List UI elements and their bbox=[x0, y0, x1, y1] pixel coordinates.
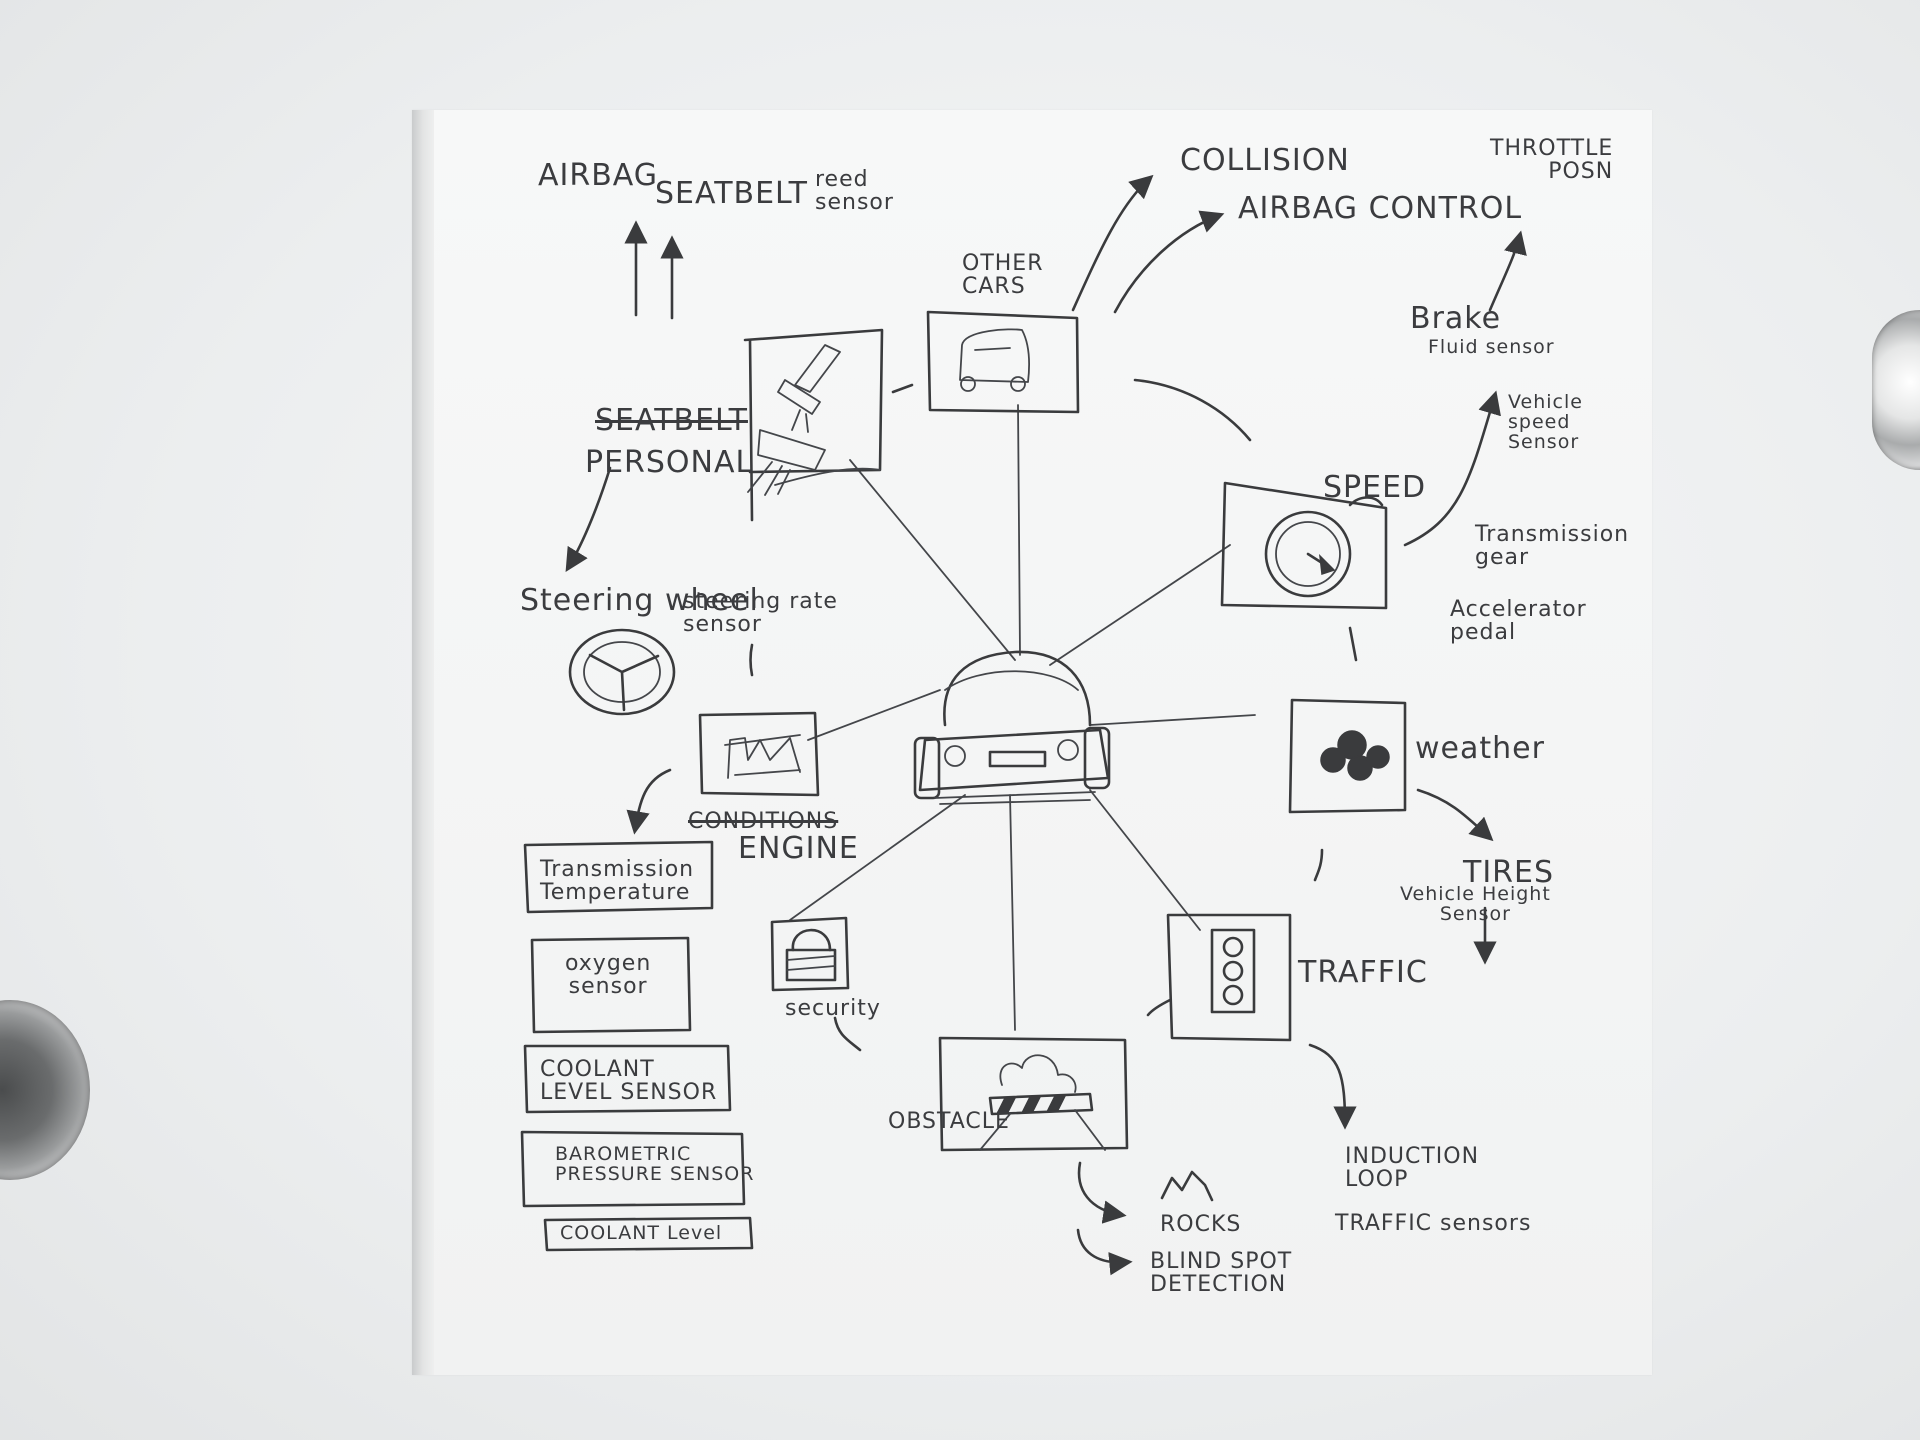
label-accelerator-pedal: Accelerator pedal bbox=[1450, 597, 1587, 646]
label-seatbelt-struck: SEATBELT bbox=[595, 403, 748, 438]
paper-left-edge bbox=[412, 110, 434, 1375]
box-transmission-temperature bbox=[523, 840, 714, 914]
label-collision: COLLISION bbox=[1180, 143, 1350, 178]
arrows bbox=[565, 174, 1527, 1276]
label-transmission-gear: Transmission gear bbox=[1475, 522, 1630, 571]
label-airbag: AIRBAG bbox=[538, 158, 659, 193]
label-obstacle: OBSTACLE bbox=[888, 1109, 1010, 1134]
spoke-security bbox=[789, 794, 966, 921]
label-security: security bbox=[785, 996, 881, 1021]
spoke-obstacle bbox=[1009, 794, 1016, 1031]
box-oxygen-sensor bbox=[530, 936, 692, 1034]
other-cars-box bbox=[926, 310, 1080, 414]
label-blind-spot-detection: BLIND SPOT DETECTION bbox=[1150, 1249, 1293, 1298]
label-seatbelt: SEATBELT bbox=[655, 176, 808, 211]
label-steering-rate-sensor: steering rate sensor bbox=[683, 589, 838, 638]
steering-wheel-icon bbox=[568, 628, 676, 716]
label-brake: Brake bbox=[1410, 301, 1502, 336]
label-steering-wheel: Steering wheel bbox=[520, 583, 759, 618]
right-magnet-icon bbox=[1872, 310, 1920, 470]
center-car-icon bbox=[913, 650, 1111, 805]
label-barometric-pressure-sensor: BAROMETRIC PRESSURE SENSOR bbox=[555, 1143, 755, 1185]
spoke-speed bbox=[1049, 544, 1231, 666]
label-coolant-level-sensor: COOLANT LEVEL SENSOR bbox=[540, 1057, 718, 1106]
label-weather: weather bbox=[1415, 731, 1545, 766]
weather-box bbox=[1288, 698, 1407, 882]
box-coolant-level-sensor bbox=[523, 1044, 732, 1114]
label-vehicle-speed-sensor: Vehicle speed Sensor bbox=[1508, 391, 1583, 453]
label-other-cars: OTHER CARS bbox=[962, 251, 1044, 300]
spoke-weather bbox=[1089, 714, 1256, 726]
obstacle-box bbox=[938, 1036, 1129, 1152]
spoke-other-cars bbox=[1017, 404, 1021, 656]
label-vehicle-height-sensor: Vehicle Height Sensor bbox=[1400, 883, 1551, 925]
personal-connector bbox=[891, 383, 914, 394]
label-engine-struck: CONDITIONS bbox=[688, 809, 839, 834]
engine-box bbox=[698, 711, 820, 797]
rocks-icon bbox=[1160, 1170, 1214, 1202]
traffic-box bbox=[1146, 913, 1292, 1042]
spoke-engine bbox=[807, 689, 941, 741]
sketch-paper-sheet bbox=[412, 110, 1652, 1375]
hub-spokes bbox=[789, 404, 1256, 1031]
label-reed-sensor: reed sensor bbox=[815, 167, 894, 216]
label-oxygen-sensor: oxygen sensor bbox=[565, 951, 652, 1000]
box-coolant-level bbox=[543, 1216, 754, 1252]
label-traffic: TRAFFIC bbox=[1298, 955, 1428, 990]
label-speed: SPEED bbox=[1323, 470, 1427, 505]
label-rocks: ROCKS bbox=[1160, 1212, 1242, 1237]
label-tires: TIRES bbox=[1463, 855, 1555, 890]
speed-box bbox=[1220, 481, 1388, 662]
label-fluid-sensor: Fluid sensor bbox=[1428, 336, 1555, 358]
label-transmission-temperature: Transmission Temperature bbox=[540, 857, 695, 906]
engine-sensor-boxes bbox=[520, 840, 754, 1252]
label-engine: ENGINE bbox=[738, 831, 859, 866]
label-airbag-control: AIRBAG CONTROL bbox=[1238, 191, 1523, 226]
personal-box bbox=[743, 328, 884, 522]
security-box bbox=[770, 916, 850, 992]
label-traffic-sensors: TRAFFIC sensors bbox=[1335, 1211, 1532, 1236]
label-throttle-pos: THROTTLE POSN bbox=[1490, 136, 1614, 185]
box-barometric-pressure-sensor bbox=[520, 1130, 746, 1208]
spoke-traffic bbox=[1089, 789, 1201, 931]
label-coolant-level: COOLANT Level bbox=[560, 1222, 723, 1244]
spoke-personal bbox=[849, 459, 1016, 661]
label-induction-loop: INDUCTION LOOP bbox=[1345, 1144, 1480, 1193]
label-personal: PERSONAL bbox=[585, 445, 754, 480]
